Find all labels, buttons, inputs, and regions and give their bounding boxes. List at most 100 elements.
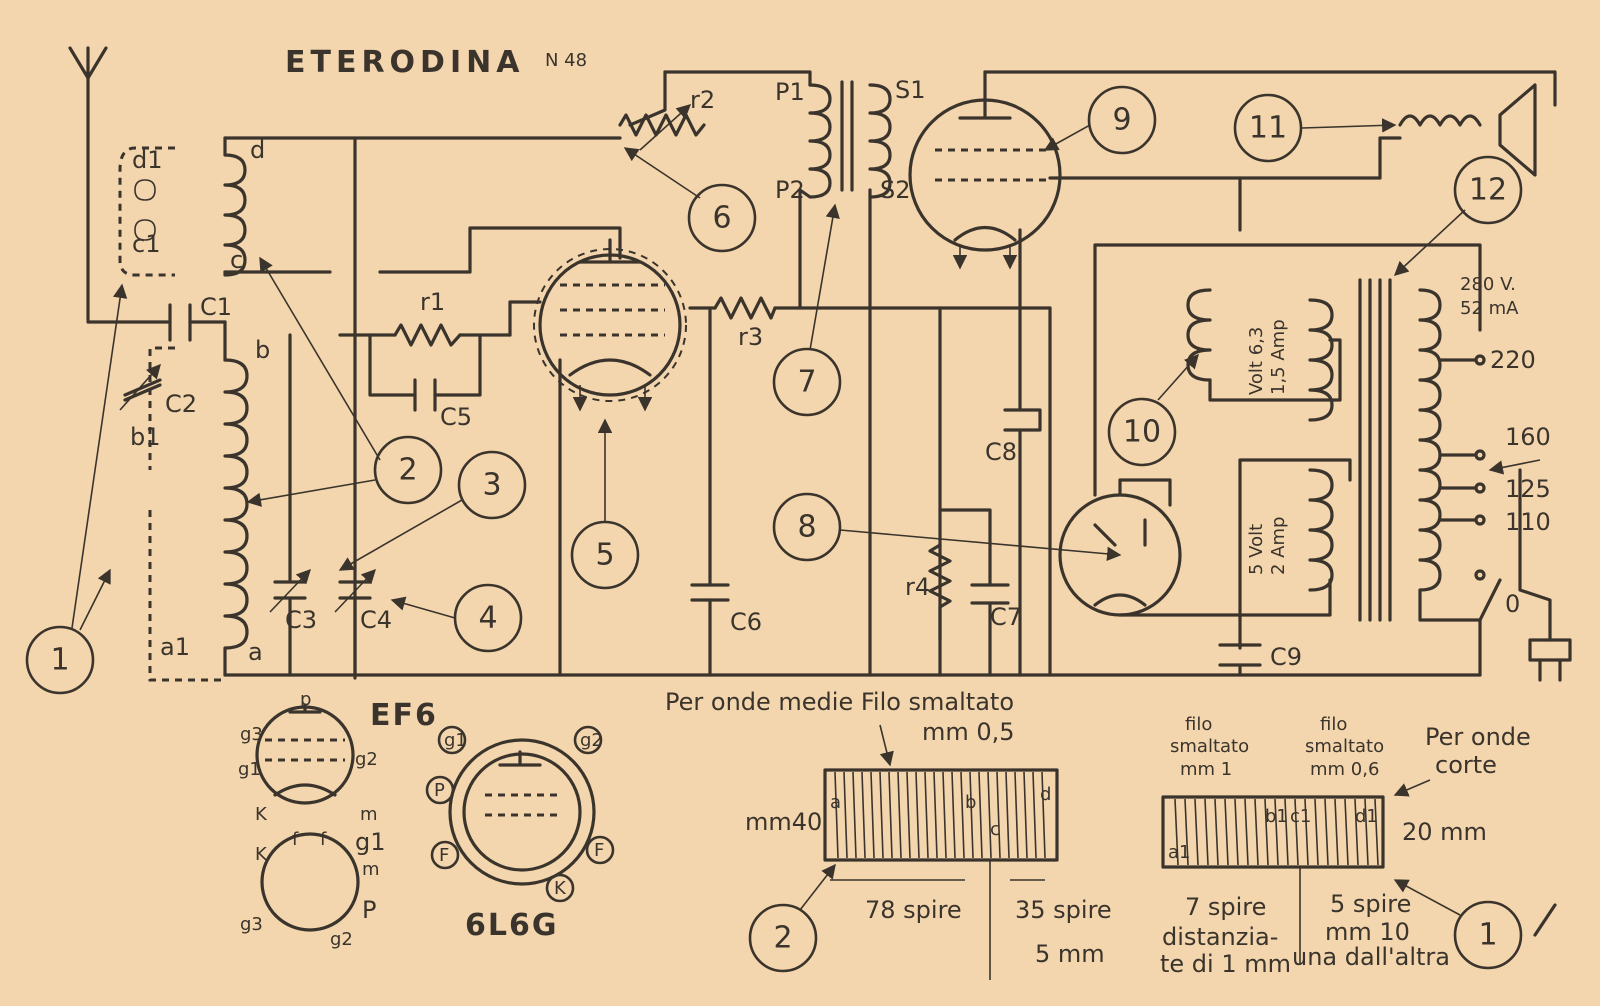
svg-text:c: c <box>230 246 243 274</box>
winding-line <box>978 771 983 859</box>
svg-text:b1: b1 <box>1265 806 1288 827</box>
svg-text:b: b <box>965 792 976 813</box>
svg-text:K: K <box>255 804 268 825</box>
svg-text:una dall'altra: una dall'altra <box>1292 943 1450 971</box>
svg-text:d: d <box>1040 784 1051 805</box>
winding-line <box>915 771 920 859</box>
svg-text:20 mm: 20 mm <box>1402 818 1487 846</box>
antenna <box>68 46 108 322</box>
svg-text:160: 160 <box>1505 423 1551 451</box>
svg-text:a1: a1 <box>1168 842 1190 863</box>
svg-text:d1: d1 <box>132 146 163 174</box>
winding-line <box>1324 798 1329 866</box>
svg-text:5: 5 <box>595 538 614 573</box>
svg-text:Per onde: Per onde <box>1425 723 1531 751</box>
svg-text:a1: a1 <box>160 633 190 661</box>
callout-arrows <box>71 118 1466 631</box>
svg-text:smaltato: smaltato <box>1305 736 1384 757</box>
svg-text:r2: r2 <box>690 86 715 114</box>
winding-line <box>1374 798 1379 866</box>
svg-text:p: p <box>300 689 311 710</box>
svg-text:P: P <box>362 896 376 924</box>
winding-line <box>1254 798 1259 866</box>
svg-text:11: 11 <box>1249 111 1287 146</box>
output-transformer <box>798 80 892 199</box>
winding-line <box>1214 798 1219 866</box>
winding-line <box>906 771 911 859</box>
svg-text:4: 4 <box>478 601 497 636</box>
svg-text:78 spire: 78 spire <box>865 896 962 924</box>
svg-text:Per onde medie Filo smaltato: Per onde medie Filo smaltato <box>665 688 1014 716</box>
winding-line <box>1174 798 1179 866</box>
winding-line <box>924 771 929 859</box>
svg-text:280 V.: 280 V. <box>1460 274 1516 295</box>
resistors <box>393 104 952 642</box>
winding-line <box>1041 771 1046 859</box>
svg-text:10: 10 <box>1123 415 1161 450</box>
svg-text:12: 12 <box>1469 173 1507 208</box>
svg-text:3: 3 <box>482 468 501 503</box>
winding-line <box>1364 798 1369 866</box>
svg-text:P: P <box>434 780 445 801</box>
svg-text:r4: r4 <box>905 573 930 601</box>
svg-text:te di 1 mm: te di 1 mm <box>1160 950 1291 978</box>
svg-text:m: m <box>360 804 378 825</box>
svg-text:5 Volt: 5 Volt <box>1246 524 1267 575</box>
coil-dc <box>223 136 247 277</box>
winding-line <box>1023 771 1028 859</box>
svg-text:r1: r1 <box>420 288 445 316</box>
svg-text:mm 0,5: mm 0,5 <box>922 718 1015 746</box>
mains-plug <box>1488 459 1572 682</box>
title: ETERODINA <box>285 45 524 80</box>
svg-text:filo: filo <box>1320 714 1347 735</box>
speaker <box>1398 83 1537 177</box>
svg-text:corte: corte <box>1435 751 1497 779</box>
svg-text:1,5 Amp: 1,5 Amp <box>1268 319 1289 395</box>
svg-text:C9: C9 <box>1270 643 1302 671</box>
svg-text:220: 220 <box>1490 346 1536 374</box>
svg-text:a: a <box>248 638 263 666</box>
winding-line <box>1314 798 1319 866</box>
svg-text:mm 0,6: mm 0,6 <box>1310 759 1379 780</box>
svg-text:6L6G: 6L6G <box>465 908 559 943</box>
svg-text:P2: P2 <box>775 176 805 204</box>
winding-line <box>1184 798 1189 866</box>
svg-text:7: 7 <box>797 365 816 400</box>
svg-text:C8: C8 <box>985 438 1017 466</box>
callout-circles: 1 2 3 4 5 6 7 8 9 10 11 12 <box>25 85 1523 695</box>
svg-text:5 mm: 5 mm <box>1035 940 1105 968</box>
svg-text:a: a <box>830 792 841 813</box>
winding-line <box>879 771 884 859</box>
svg-text:C2: C2 <box>165 390 197 418</box>
winding-line <box>933 771 938 859</box>
coil-short-wave: filo smaltato mm 1 filo smaltato mm 0,6 … <box>1160 714 1557 978</box>
svg-text:C6: C6 <box>730 608 762 636</box>
svg-text:S1: S1 <box>895 76 926 104</box>
wiring <box>86 70 1557 680</box>
winding-line <box>1264 798 1269 866</box>
winding-line <box>1032 771 1037 859</box>
svg-text:g1: g1 <box>444 730 467 751</box>
svg-text:smaltato: smaltato <box>1170 736 1249 757</box>
winding-line <box>1244 798 1249 866</box>
svg-text:2: 2 <box>398 453 417 488</box>
svg-text:52 mA: 52 mA <box>1460 298 1519 319</box>
svg-text:F: F <box>439 845 449 866</box>
svg-text:2 Amp: 2 Amp <box>1268 517 1289 575</box>
ef6-pinout: EF6 p g3 g2 g1 K m K f f g1 m g3 g2 P <box>238 689 436 950</box>
svg-text:c: c <box>990 819 1000 840</box>
svg-text:mm 1: mm 1 <box>1180 759 1232 780</box>
svg-text:g2: g2 <box>330 929 353 950</box>
winding-line <box>1334 798 1339 866</box>
short-wave-coils <box>118 146 225 682</box>
svg-text:5 spire: 5 spire <box>1330 890 1411 918</box>
svg-text:8: 8 <box>797 510 816 545</box>
winding-line <box>1354 798 1359 866</box>
svg-text:f: f <box>292 829 299 850</box>
winding-line <box>852 771 857 859</box>
winding-line <box>1234 798 1239 866</box>
svg-text:C5: C5 <box>440 403 472 431</box>
svg-text:F: F <box>594 840 604 861</box>
title-suffix: N 48 <box>545 50 587 71</box>
